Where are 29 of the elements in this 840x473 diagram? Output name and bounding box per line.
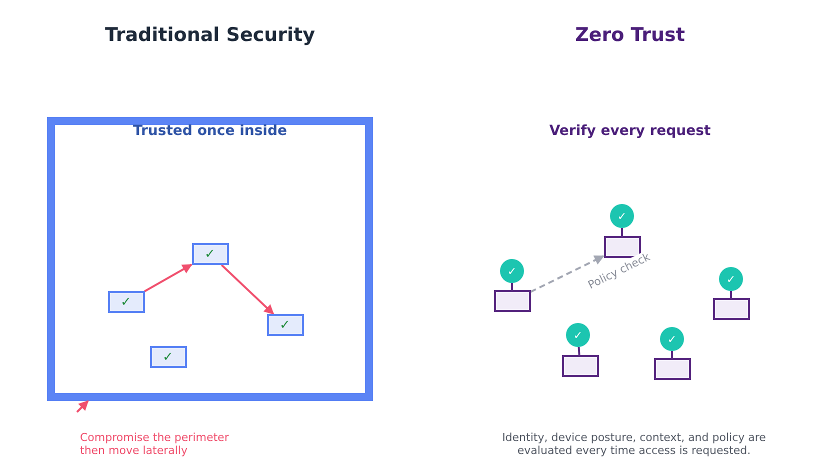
device-box: ✓ [150,346,186,368]
connector-line [578,346,580,356]
verified-badge: ✓ [566,323,590,347]
zero-trust-note: Identity, device posture, context, and policy are evaluated every time access is requested. [501,431,767,457]
attack-note: Compromise the perimeter then move laterally [80,431,230,457]
connector-line [621,228,623,236]
arrow [220,264,274,315]
panel-subheading: Verify every request [549,123,711,139]
panel-heading: Traditional Security [105,24,315,46]
device-box [494,290,530,312]
device-box [712,298,750,320]
device-box: ✓ [266,314,304,336]
device-box [562,355,598,377]
perimeter-frame [47,117,373,401]
verified-badge: ✓ [719,267,743,291]
frame-title: Trusted once inside [132,123,288,139]
device-box [654,358,690,380]
device-box: ✓ [108,291,144,313]
connector-line [511,283,513,290]
connector-line [730,291,732,298]
connector-line [671,351,673,358]
verified-badge: ✓ [610,204,634,228]
arrow [76,400,89,413]
verified-badge: ✓ [660,327,684,351]
verified-badge: ✓ [500,259,524,283]
arrow [530,255,604,293]
device-box: ✓ [192,243,228,265]
panel-heading: Zero Trust [575,24,685,46]
arrow [144,264,192,292]
